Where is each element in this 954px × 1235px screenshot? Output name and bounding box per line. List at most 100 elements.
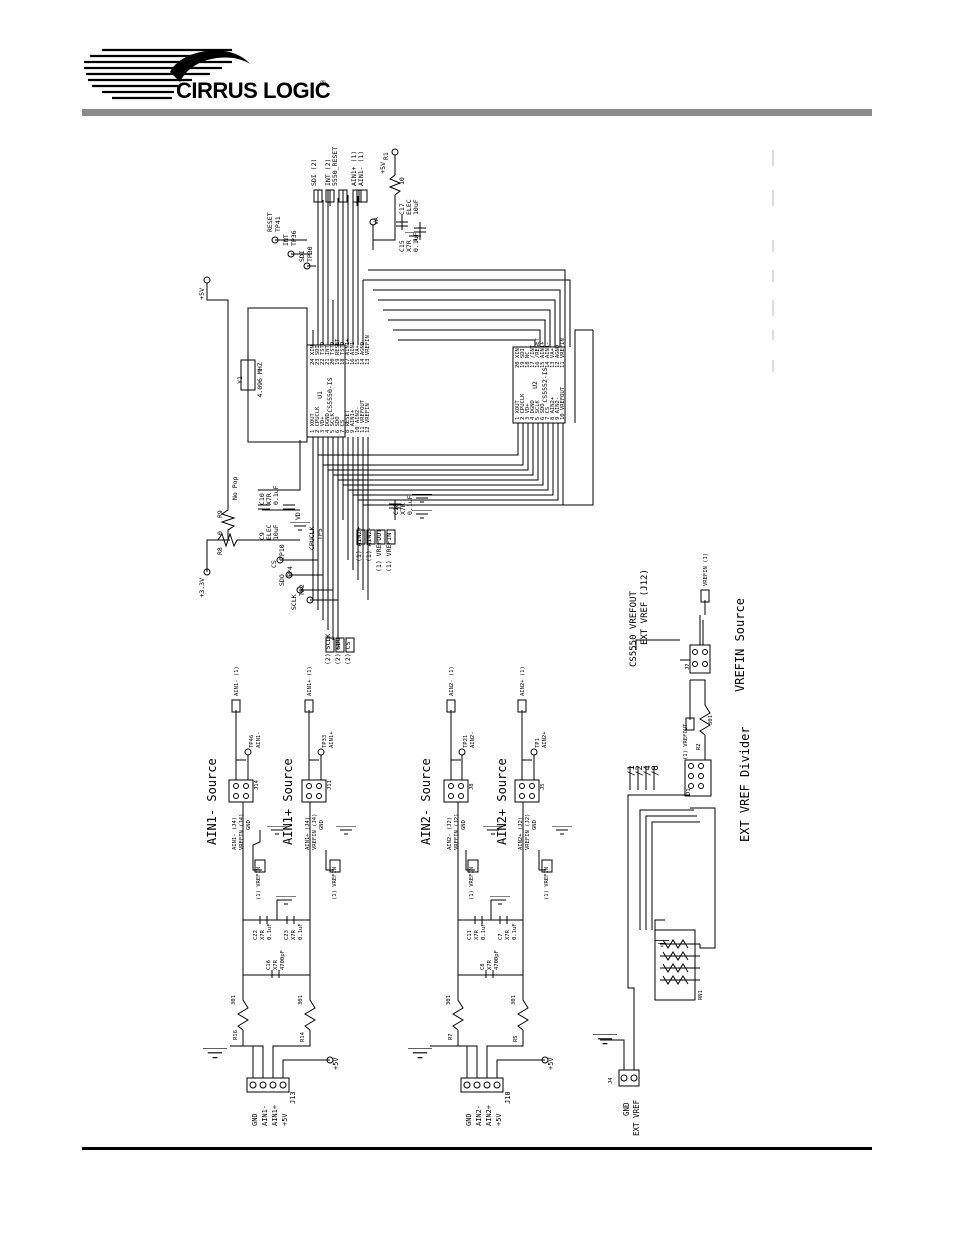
ain1-plus-title: AIN1+ Source bbox=[281, 758, 295, 845]
tp33-label: TP33 bbox=[322, 735, 328, 748]
ain1-vrefin-a: (1) VREFIN bbox=[256, 867, 262, 900]
j5-ref: J5 bbox=[540, 783, 546, 790]
y1-ref: Y1 bbox=[236, 376, 244, 384]
j14-pin-3: GND bbox=[246, 820, 252, 830]
c11-val: 0.1uF bbox=[481, 923, 487, 940]
c16-ref: C16 bbox=[266, 960, 272, 970]
tp10-label: TP10 bbox=[278, 544, 286, 560]
cs5550-vrefout-label: CS5550 VREFOUT bbox=[629, 591, 639, 667]
u2-pin-9: 9 AIN2- bbox=[555, 397, 561, 420]
r7-ref: R7 bbox=[448, 1033, 454, 1040]
j8-pin-3: GND bbox=[461, 820, 467, 830]
r5-ref: R5 bbox=[513, 1035, 519, 1042]
tp4-label: TP4 bbox=[286, 566, 294, 578]
u1-pin-16: 16 AIN1- bbox=[350, 339, 356, 366]
tp36-label: TP36 bbox=[290, 230, 298, 246]
j7-ref: J7 bbox=[685, 663, 691, 670]
u2-pin-8: 8 AIN2+ bbox=[550, 396, 556, 420]
c9-val: 10uF bbox=[272, 524, 280, 540]
footer-divider bbox=[82, 1147, 872, 1150]
u1-pin-15: 15 VA+ bbox=[355, 344, 361, 365]
c15-ref: C15 bbox=[398, 240, 406, 252]
u1-ref: U1 bbox=[316, 391, 324, 399]
net-sdo: (2) SDO bbox=[334, 638, 342, 665]
ain1-circuit bbox=[228, 699, 341, 1093]
rn1-ref: RN1 bbox=[698, 990, 704, 1000]
j4-pin-extvref: EXT VREF bbox=[632, 1099, 641, 1136]
u2-pin-5: 5 SCLK bbox=[535, 399, 541, 420]
c18-x7r: X7R bbox=[399, 503, 407, 515]
tp46-label: TP46 bbox=[249, 735, 255, 748]
sclk-sig: SCLK bbox=[290, 594, 298, 610]
u1-pin-17: 17 AIN1+ bbox=[345, 338, 351, 365]
c23-val: 0.1uF bbox=[298, 923, 304, 940]
u1-pin-9: 9 AIN1+ bbox=[350, 409, 356, 433]
j11-ref: J11 bbox=[327, 780, 333, 790]
j5-pin-3: GND bbox=[532, 820, 538, 830]
cirrus-logic-swoosh-icon bbox=[84, 48, 250, 100]
sdo-sig: SDO bbox=[278, 574, 286, 586]
j10-pin-5v: +5V bbox=[495, 1113, 503, 1126]
c7-x7r: X7R bbox=[505, 929, 511, 940]
net-cs: (2) CS bbox=[344, 641, 352, 665]
u1-body bbox=[306, 344, 346, 438]
u2-ref: U2 bbox=[531, 381, 539, 389]
r16-val: 301 bbox=[231, 995, 237, 1005]
r14-ref: R14 bbox=[300, 1031, 306, 1042]
j4-ref: J4 bbox=[608, 1077, 614, 1084]
j14-pin-1: AIN1- (J4) bbox=[232, 817, 238, 850]
ain1-out-minus: AIN1- (1) bbox=[234, 666, 240, 696]
brand-wordmark: CIRRUS LOGIC bbox=[176, 78, 331, 103]
u2-pin-3: 3 VD+ bbox=[525, 403, 531, 420]
j13-pin-ain1m: AIN1- bbox=[261, 1105, 269, 1126]
tp33-net: AIN1+ bbox=[329, 731, 335, 748]
net-int: INT (2) bbox=[324, 159, 332, 186]
c8-x7r: X7R bbox=[487, 959, 493, 970]
c10-val: 0.1uF bbox=[272, 485, 280, 505]
u2-pin-1: 1 XOUT bbox=[515, 399, 521, 420]
ext-vref-divider-title: EXT VREF Divider bbox=[738, 726, 752, 842]
u1-left-pins: 1 XOUT 2 CPUCLK 3 VD+ 4 DGND 5 SCLK 6 SD… bbox=[310, 399, 371, 433]
u1-pin-19: 19 RESET bbox=[335, 338, 341, 365]
r5-val: 301 bbox=[511, 995, 517, 1005]
u1-pin-24: 24 XIN bbox=[310, 345, 316, 365]
tp46-net: AIN1- bbox=[256, 731, 262, 748]
c11-ref: C11 bbox=[467, 930, 473, 940]
j8-pin-1: AIN2- (J2) bbox=[447, 817, 453, 850]
u2-part: CS5552-IS bbox=[541, 367, 549, 402]
int-sig: INT bbox=[282, 234, 290, 246]
ain2-vrefin-a: (1) VREFIN bbox=[469, 867, 475, 900]
c10-x7r: X7R bbox=[265, 493, 273, 505]
ain2-minus-title: AIN2- Source bbox=[419, 758, 433, 845]
tp30-label: TP30 bbox=[306, 246, 314, 262]
net-sclk: (2) SCLK bbox=[324, 634, 332, 665]
c7-val: 0.1uF bbox=[512, 923, 518, 940]
c17-val: 10uF bbox=[412, 199, 420, 215]
c23-x7r: X7R bbox=[291, 929, 297, 940]
u1-pin-4: 4 DGND bbox=[325, 413, 331, 433]
tp41-label: TP41 bbox=[274, 216, 282, 232]
u1-pin-22: 22 TSTO bbox=[320, 342, 326, 365]
u2-pin-17: 17 /INT bbox=[530, 344, 536, 368]
ain1-plus5v: +5V bbox=[332, 1057, 340, 1070]
u1-pin-11: 11 VREFOUT bbox=[360, 399, 366, 433]
u2-pin-15: 15 AIN1+ bbox=[540, 341, 546, 368]
c7-ref: C7 bbox=[498, 933, 504, 940]
ain2-out-minus: AIN2- (1) bbox=[449, 666, 455, 696]
u2-pin-7: 7 CS bbox=[545, 407, 551, 420]
u1-pin-23: 23 SDI bbox=[315, 345, 321, 365]
u1-pin-20: 20 TSTO bbox=[330, 342, 336, 365]
vrefin-source-title: VREFIN Source bbox=[733, 598, 747, 692]
plus5v-top: +5V bbox=[379, 162, 387, 174]
header-divider bbox=[82, 109, 872, 116]
c16-val: 4700pF bbox=[280, 950, 286, 970]
j11-pin-3: GND bbox=[319, 820, 325, 830]
j13-ref: J13 bbox=[289, 1091, 297, 1104]
r16-ref: R16 bbox=[233, 1030, 239, 1040]
j11-pin-1: AIN1+ (J4) bbox=[305, 817, 311, 850]
plus5v-left: +5V bbox=[198, 288, 206, 300]
registered-mark: ® bbox=[320, 79, 326, 88]
u2-pin-6: 6 SDO bbox=[540, 403, 546, 420]
net-reset: 5550_RESET bbox=[331, 147, 339, 186]
sdi-sig: SDI bbox=[298, 250, 306, 262]
